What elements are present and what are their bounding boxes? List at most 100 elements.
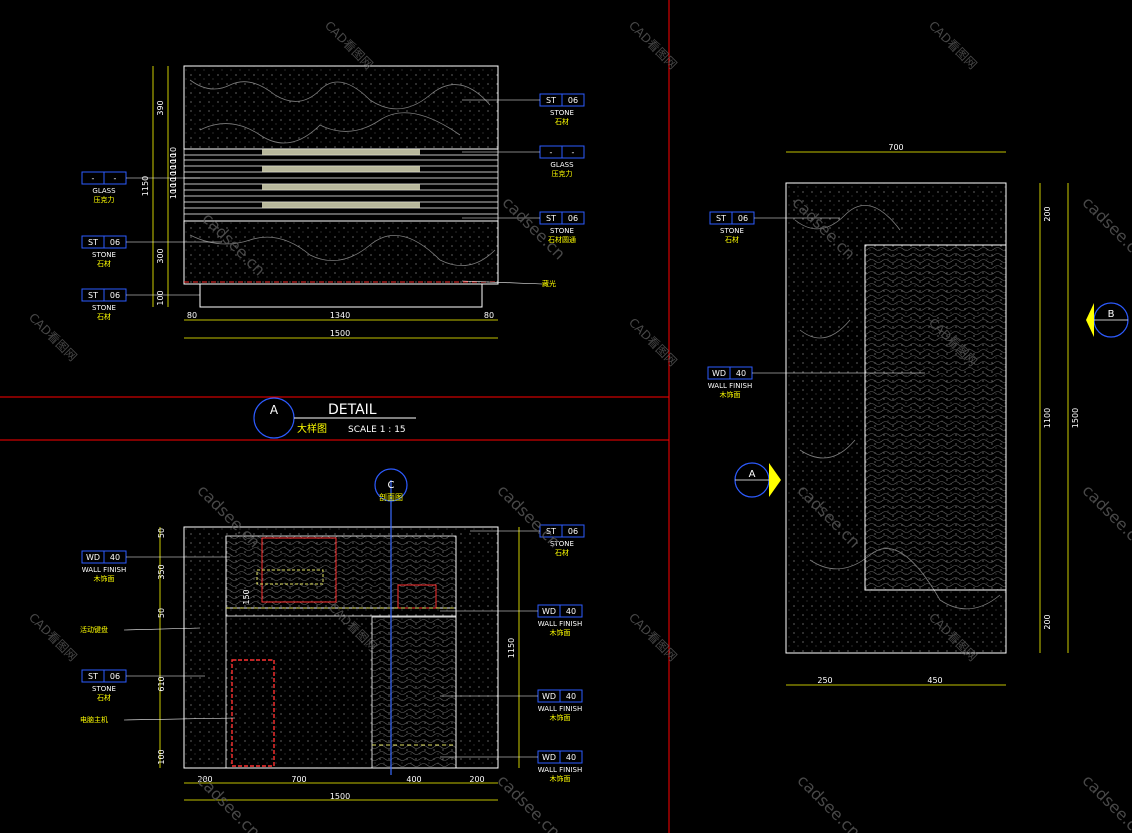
plan-marker-a-symbol: A [749, 469, 756, 480]
front-elevation [152, 65, 499, 339]
tag-number: 40 [566, 607, 576, 616]
detail-scale: SCALE 1 : 15 [348, 425, 406, 435]
dim-450: 450 [927, 676, 942, 685]
watermark-text: CAD看图网 [26, 310, 80, 364]
tag-cn: 压克力 [94, 195, 115, 204]
note-keyboard: 活动键盘 [80, 625, 201, 634]
note-cn: 藏光 [542, 279, 556, 288]
dim-10: 10 [169, 189, 178, 199]
tag-label: STONE [92, 304, 116, 312]
tag-number: 40 [566, 692, 576, 701]
watermark-text: CAD看图网 [926, 18, 980, 72]
tag-cn: 石材 [97, 312, 111, 321]
tag-cn: 石材 [725, 235, 739, 244]
section-marker-symbol: C [388, 480, 395, 491]
tag-code: ST [88, 238, 98, 247]
dim-80-right: 80 [484, 311, 494, 320]
dim-610: 610 [157, 676, 166, 691]
detail-title: A DETAIL 大样图 SCALE 1 : 15 [253, 397, 416, 439]
tag-number: 06 [568, 214, 578, 223]
note-computer: 电脑主机 [80, 715, 236, 724]
detail-subtitle: 大样图 [297, 422, 327, 435]
watermark-text: CAD看图网 [26, 610, 80, 664]
tag-label: STONE [92, 685, 116, 693]
watermark-text: CAD看图网 [322, 18, 376, 72]
watermark-text: cadsee.cn [194, 771, 265, 833]
tag-label: STONE [550, 109, 574, 117]
tag-label: WALL FINISH [708, 382, 752, 390]
dim-1150: 1150 [507, 638, 516, 658]
dim-300: 300 [156, 248, 165, 263]
watermark-text: cadsee.cn [1079, 771, 1132, 833]
watermark-text: cadsee.cn [794, 771, 865, 833]
tag-cn: 石材 [97, 259, 111, 268]
tag-label: STONE [92, 251, 116, 259]
dim-200-top: 200 [1043, 206, 1052, 221]
tag-code: - [550, 148, 553, 157]
tag-number: 40 [566, 753, 576, 762]
note-hidden-light: 藏光 [461, 279, 556, 288]
dim-1100: 1100 [1043, 408, 1052, 428]
dim-390: 390 [156, 100, 165, 115]
tag-cn: 木饰面 [550, 774, 571, 783]
plinth [199, 283, 483, 308]
tag-number: 06 [110, 238, 120, 247]
dim-10: 10 [169, 177, 178, 187]
tag-code: WD [542, 607, 556, 616]
tag-label: STONE [720, 227, 744, 235]
tag-cn: 木饰面 [550, 713, 571, 722]
dim-200-bottom: 200 [1043, 614, 1052, 629]
tag-number: 06 [568, 527, 578, 536]
dim-50-mid: 50 [157, 608, 166, 618]
dim-200-right: 200 [469, 775, 484, 784]
tag-code: ST [88, 291, 98, 300]
plan-view: A B [734, 151, 1129, 686]
dim-350: 350 [157, 564, 166, 579]
dim-10: 10 [169, 147, 178, 157]
plan-marker-b: B [1086, 302, 1129, 338]
tag-number: 40 [110, 553, 120, 562]
plan-marker-b-symbol: B [1108, 309, 1115, 320]
tag-label: WALL FINISH [538, 620, 582, 628]
dim-1340: 1340 [330, 311, 350, 320]
stone-panel-top [183, 65, 499, 150]
wood-finish-area [864, 244, 1007, 591]
tag-number: 06 [110, 672, 120, 681]
dim-10: 10 [169, 153, 178, 163]
tag-code: WD [542, 692, 556, 701]
dim-80-left: 80 [187, 311, 197, 320]
tag-cn: 木饰面 [94, 574, 115, 583]
tag-number: 40 [736, 369, 746, 378]
sheet-frame [0, 0, 670, 833]
tag-label: STONE [550, 540, 574, 548]
dim-250: 250 [817, 676, 832, 685]
note-cn: 活动键盘 [80, 625, 108, 634]
dim-1150: 1150 [141, 176, 150, 196]
tag-number: 06 [110, 291, 120, 300]
tag-cn: 石材 [97, 693, 111, 702]
tag-cn: 石材 [555, 548, 569, 557]
note-cn: 电脑主机 [80, 715, 108, 724]
tag-cn: 压克力 [552, 169, 573, 178]
section-marker-label: 剖面图 [379, 492, 403, 502]
tag-code: WD [542, 753, 556, 762]
tag-number: - [114, 174, 117, 183]
dim-1500: 1500 [1071, 408, 1080, 428]
dim-10: 10 [169, 183, 178, 193]
